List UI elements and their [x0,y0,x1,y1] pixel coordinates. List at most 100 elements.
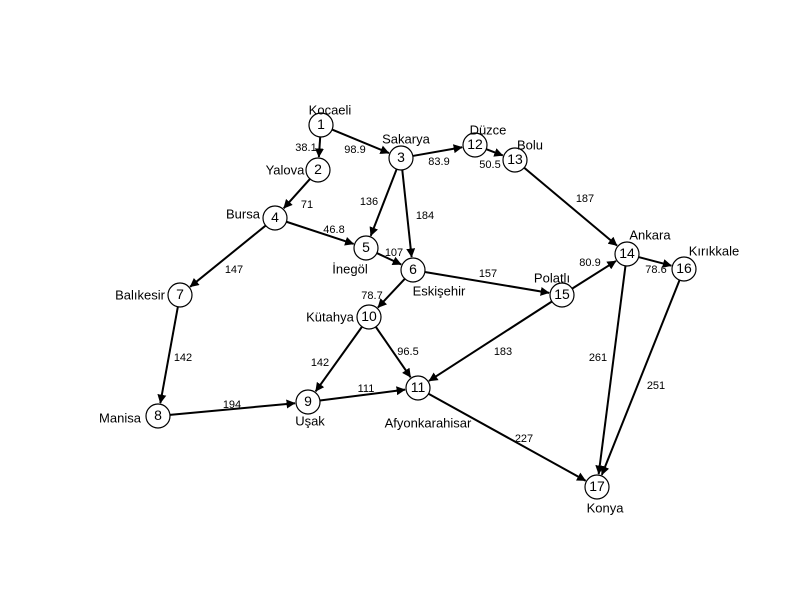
node-circle [502,147,528,173]
edge-weight-4-5: 46.8 [323,224,344,236]
city-label-1: Kocaeli [309,102,352,117]
edge-4-7 [189,224,267,288]
node-circle [400,257,426,283]
node-number: 9 [304,393,312,409]
edge-8-9 [169,399,296,416]
node-circle [295,389,321,415]
node-circle [671,256,697,282]
edge-weight-13-14: 187 [576,193,594,205]
node-7: 7 [167,282,193,308]
node-11: 11 [405,375,431,401]
node-circle [388,145,414,171]
city-label-2: Yalova [266,162,306,177]
city-label-15: Polatlı [534,270,570,285]
node-number: 15 [554,286,570,302]
edge-3-6 [401,169,416,258]
edge-weight-11-17: 227 [515,433,533,445]
node-number: 16 [676,260,692,276]
edge-14-16 [638,256,672,268]
node-circle [462,132,488,158]
edge-weight-15-11: 183 [494,346,512,358]
edge-1-3 [331,128,390,154]
edge-weight-3-6: 184 [416,210,434,222]
node-5: 5 [353,235,379,261]
node-circle [356,304,382,330]
node-9: 9 [295,389,321,415]
city-label-4: Bursa [226,206,261,221]
node-circle [584,474,610,500]
node-16: 16 [671,256,697,282]
edge-2-4 [282,178,311,209]
edge-6-10 [377,278,406,309]
edge-3-12 [412,144,463,157]
node-number: 10 [361,308,377,324]
edge-weight-10-9: 142 [311,357,329,369]
node-number: 5 [362,239,370,255]
edge-weight-6-10: 78.7 [361,290,382,302]
node-number: 12 [467,136,483,152]
node-10: 10 [356,304,382,330]
node-15: 15 [549,282,575,308]
edges-layer [157,128,681,482]
node-8: 8 [145,403,171,429]
city-label-11: Afyonkarahisar [385,415,472,430]
edge-weight-4-7: 147 [225,264,243,276]
city-label-14: Ankara [629,227,671,242]
edge-weight-6-15: 157 [479,268,497,280]
edge-weight-2-4: 71 [301,199,313,211]
node-circle [405,375,431,401]
edge-weight-1-3: 98.9 [344,144,365,156]
edge-weight-14-16: 78.6 [645,264,666,276]
edge-4-5 [286,220,355,246]
node-2: 2 [305,157,331,183]
edge-weight-15-14: 80.9 [579,257,600,269]
edge-15-11 [428,300,553,382]
node-circle [353,235,379,261]
node-number: 4 [271,209,279,225]
node-number: 13 [507,151,523,167]
edge-6-15 [424,270,550,296]
edge-weight-1-2: 38.1 [295,142,316,154]
edge-weight-5-6: 107 [385,247,403,259]
node-number: 6 [409,261,417,277]
node-circle [549,282,575,308]
edge-weight-7-8: 142 [174,352,192,364]
city-label-7: Balıkesir [115,287,166,302]
edge-weight-9-11: 111 [358,383,375,395]
edge-10-9 [314,326,363,393]
edge-16-17 [600,279,681,476]
edge-5-6 [376,252,402,266]
city-label-16: Kırıkkale [689,243,740,258]
node-1: 1 [308,112,334,138]
node-number: 3 [397,149,405,165]
edge-14-17 [595,265,627,475]
node-13: 13 [502,147,528,173]
node-14: 14 [614,241,640,267]
node-17: 17 [584,474,610,500]
city-label-17: Konya [587,500,625,515]
node-4: 4 [262,205,288,231]
edge-13-14 [523,166,618,247]
city-label-8: Manisa [99,410,142,425]
city-label-9: Uşak [295,413,325,428]
edge-1-2 [314,136,324,158]
city-labels-layer: KocaeliYalovaSakaryaBursaİnegölEskişehir… [99,102,739,515]
city-label-10: Kütahya [306,309,354,324]
city-label-5: İnegöl [332,261,368,276]
node-circle [305,157,331,183]
edge-weight-14-17: 261 [589,352,607,364]
node-number: 2 [314,161,322,177]
edge-weight-16-17: 251 [647,380,665,392]
edge-9-11 [319,386,406,402]
node-circle [308,112,334,138]
city-label-3: Sakarya [382,131,430,146]
node-circle [262,205,288,231]
edge-weight-8-9: 194 [223,399,241,411]
city-label-12: Düzce [470,122,507,137]
edge-weight-3-5: 136 [360,196,378,208]
edge-11-17 [428,392,587,482]
edge-12-13 [485,148,504,157]
node-6: 6 [400,257,426,283]
edge-weight-10-11: 96.5 [397,346,418,358]
